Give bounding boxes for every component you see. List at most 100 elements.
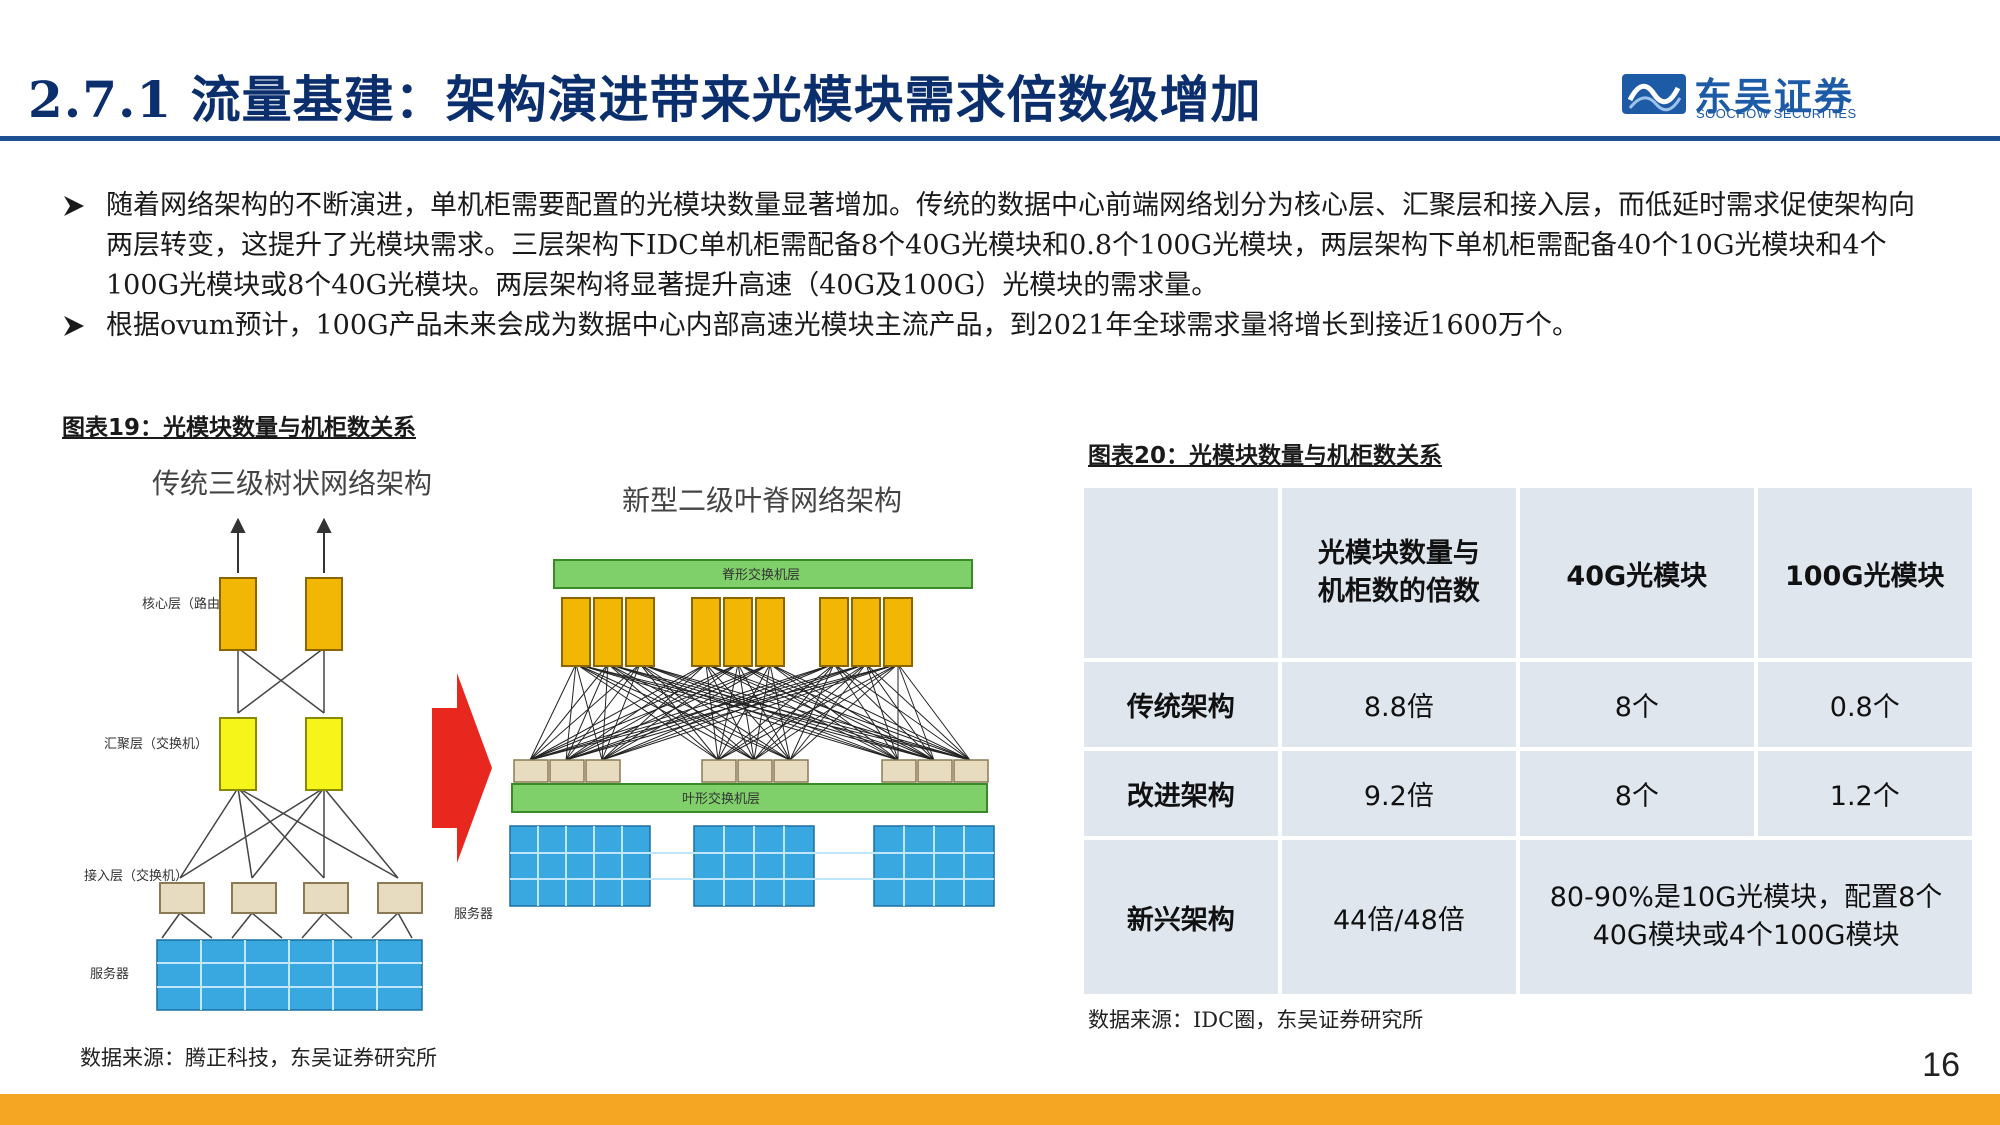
- bullet-item: 根据ovum预计，100G产品未来会成为数据中心内部高速光模块主流产品，到202…: [60, 306, 1940, 346]
- logo-name: 东吴证券: [1694, 75, 1855, 119]
- mesh-link: [789, 663, 835, 761]
- mesh-link: [639, 663, 719, 761]
- spine-switch: [561, 597, 591, 667]
- mesh-link: [575, 663, 603, 761]
- mesh-link: [737, 663, 899, 761]
- scs-logo-icon: [1622, 74, 1686, 114]
- mesh-link: [607, 663, 971, 761]
- mesh-link: [601, 663, 835, 761]
- table-row: 改进架构 9.2倍 8个 1.2个: [1084, 751, 1972, 837]
- spine-switch: [755, 597, 785, 667]
- mesh-link: [753, 663, 899, 761]
- table-cell: 1.2个: [1757, 751, 1972, 837]
- mesh-link: [737, 663, 971, 761]
- mesh-link: [717, 663, 739, 761]
- label-access-layer: 接入层（交换机）: [84, 868, 188, 884]
- mesh-link: [789, 663, 867, 761]
- bullet-item: 随着网络架构的不断演进，单机柜需要配置的光模块数量显著增加。传统的数据中心前端网…: [60, 186, 1940, 306]
- figure19-source: 数据来源：腾正科技，东吴证券研究所: [80, 1046, 437, 1070]
- mesh-link: [529, 663, 707, 761]
- mesh-link: [601, 663, 771, 761]
- leaf-spine-links: [529, 663, 971, 761]
- leaf-switch: [701, 759, 737, 783]
- mesh-link: [865, 663, 935, 761]
- mesh-link: [565, 663, 577, 761]
- mesh-link: [529, 663, 577, 761]
- label-server-left: 服务器: [90, 966, 129, 982]
- table-cell: 9.2倍: [1281, 751, 1517, 837]
- mesh-link: [529, 663, 739, 761]
- table-header-cell: 光模块数量与机柜数的倍数: [1281, 488, 1517, 659]
- page-number: 16: [1922, 1046, 1960, 1084]
- mesh-link: [897, 663, 935, 761]
- mesh-link: [607, 663, 899, 761]
- mesh-link: [565, 663, 899, 761]
- mesh-link: [601, 663, 867, 761]
- bullet-text: 根据ovum预计，100G产品未来会成为数据中心内部高速光模块主流产品，到202…: [106, 310, 1580, 341]
- mesh-link: [565, 663, 835, 761]
- mesh-link: [575, 663, 935, 761]
- transition-arrow-icon: [432, 673, 492, 863]
- mesh-link: [865, 663, 971, 761]
- mesh-link: [565, 663, 707, 761]
- mesh-link: [833, 663, 971, 761]
- mesh-link: [833, 663, 935, 761]
- spine-switch: [593, 597, 623, 667]
- mesh-link: [529, 663, 899, 761]
- spine-switch: [723, 597, 753, 667]
- table-row: 传统架构 8.8倍 8个 0.8个: [1084, 662, 1972, 748]
- logo-subtitle: SOOCHOW SECURITIES: [1696, 106, 1857, 121]
- mesh-link: [575, 663, 755, 761]
- leaf-switch: [881, 759, 917, 783]
- spine-switch: [819, 597, 849, 667]
- spine-switches: [561, 597, 913, 667]
- table-cell: 44倍/48倍: [1281, 840, 1517, 994]
- mesh-link: [601, 663, 707, 761]
- spine-switch: [883, 597, 913, 667]
- mesh-link: [565, 663, 609, 761]
- mesh-link: [753, 663, 771, 761]
- mesh-link: [717, 663, 771, 761]
- bullet-list: 随着网络架构的不断演进，单机柜需要配置的光模块数量显著增加。传统的数据中心前端网…: [60, 186, 1940, 346]
- mesh-link: [705, 663, 791, 761]
- row-label: 传统架构: [1084, 662, 1278, 748]
- spine-layer-bar: [553, 559, 973, 589]
- aggregation-switches: [219, 717, 343, 791]
- header-rule: [0, 136, 2000, 141]
- row-label: 改进架构: [1084, 751, 1278, 837]
- mesh-link: [601, 663, 609, 761]
- mesh-link: [575, 663, 899, 761]
- table-cell: 8个: [1520, 662, 1754, 748]
- table-cell: 8.8倍: [1281, 662, 1517, 748]
- uplink-arrows: [230, 517, 332, 573]
- row-label: 新兴架构: [1084, 840, 1278, 994]
- mesh-link: [705, 663, 719, 761]
- mesh-link: [529, 663, 835, 761]
- figure20-source: 数据来源：IDC圈，东吴证券研究所: [1088, 1008, 1424, 1032]
- arrow-bullet-icon: [64, 316, 84, 336]
- access-switches: [159, 882, 423, 914]
- table-header-cell: [1084, 488, 1278, 659]
- table-cell: 8个: [1520, 751, 1754, 837]
- leaf-switches: [513, 759, 989, 783]
- mesh-link: [789, 663, 899, 761]
- mesh-link: [601, 663, 641, 761]
- network-architecture-diagram: 传统三级树状网络架构 新型二级叶脊网络架构 核心层（路由器） 汇聚层（交换机） …: [62, 448, 1042, 1018]
- leaf-switch: [953, 759, 989, 783]
- mesh-link: [705, 663, 755, 761]
- mesh-link: [717, 663, 899, 761]
- arrow-bullet-icon: [64, 196, 84, 216]
- mesh-link: [769, 663, 971, 761]
- server-racks-right: [509, 825, 995, 907]
- mesh-link: [769, 663, 935, 761]
- mesh-link: [565, 663, 867, 761]
- mesh-link: [865, 663, 899, 761]
- leaf-switch: [737, 759, 773, 783]
- mesh-link: [601, 663, 739, 761]
- leaf-switch: [549, 759, 585, 783]
- mesh-link: [565, 663, 739, 761]
- server-grid-right: [510, 826, 994, 906]
- mesh-link: [607, 663, 719, 761]
- page-title: 2.7.1 流量基建：架构演进带来光模块需求倍数级增加: [28, 70, 1262, 129]
- figure20-title: 图表20：光模块数量与机柜数关系: [1088, 443, 1443, 469]
